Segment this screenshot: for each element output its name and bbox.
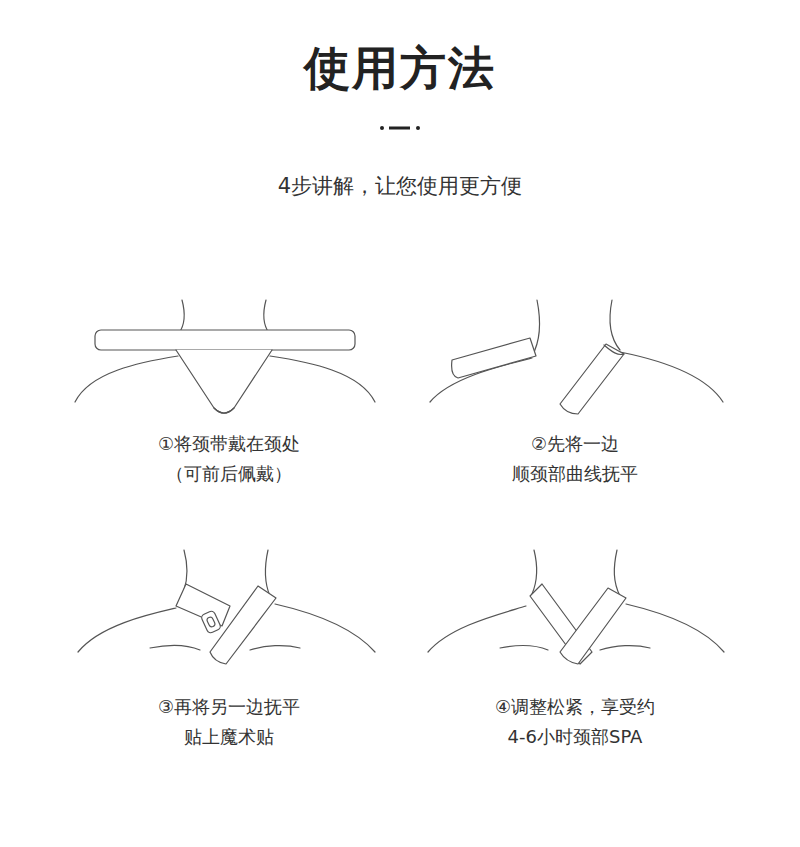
step-caption: ②先将一边 <box>531 432 619 456</box>
step2-figure <box>430 300 723 414</box>
step-caption: ④调整松紧，享受约 <box>495 695 655 719</box>
step-caption: 贴上魔术贴 <box>184 725 274 749</box>
step-note: （可前后佩戴） <box>166 462 292 486</box>
step-caption: ③再将另一边抚平 <box>158 695 300 719</box>
title-ornament <box>380 126 420 130</box>
page-title: 使用方法 <box>304 38 496 100</box>
step-caption: ①将颈带戴在颈处 <box>158 432 300 456</box>
step1-figure <box>75 300 375 413</box>
step-caption: 顺颈部曲线抚平 <box>512 462 638 486</box>
step3-figure <box>78 550 375 664</box>
step4-figure <box>428 550 724 664</box>
subtitle: 4步讲解，让您使用更方便 <box>278 172 522 200</box>
step-caption: 4-6小时颈部SPA <box>508 725 643 749</box>
